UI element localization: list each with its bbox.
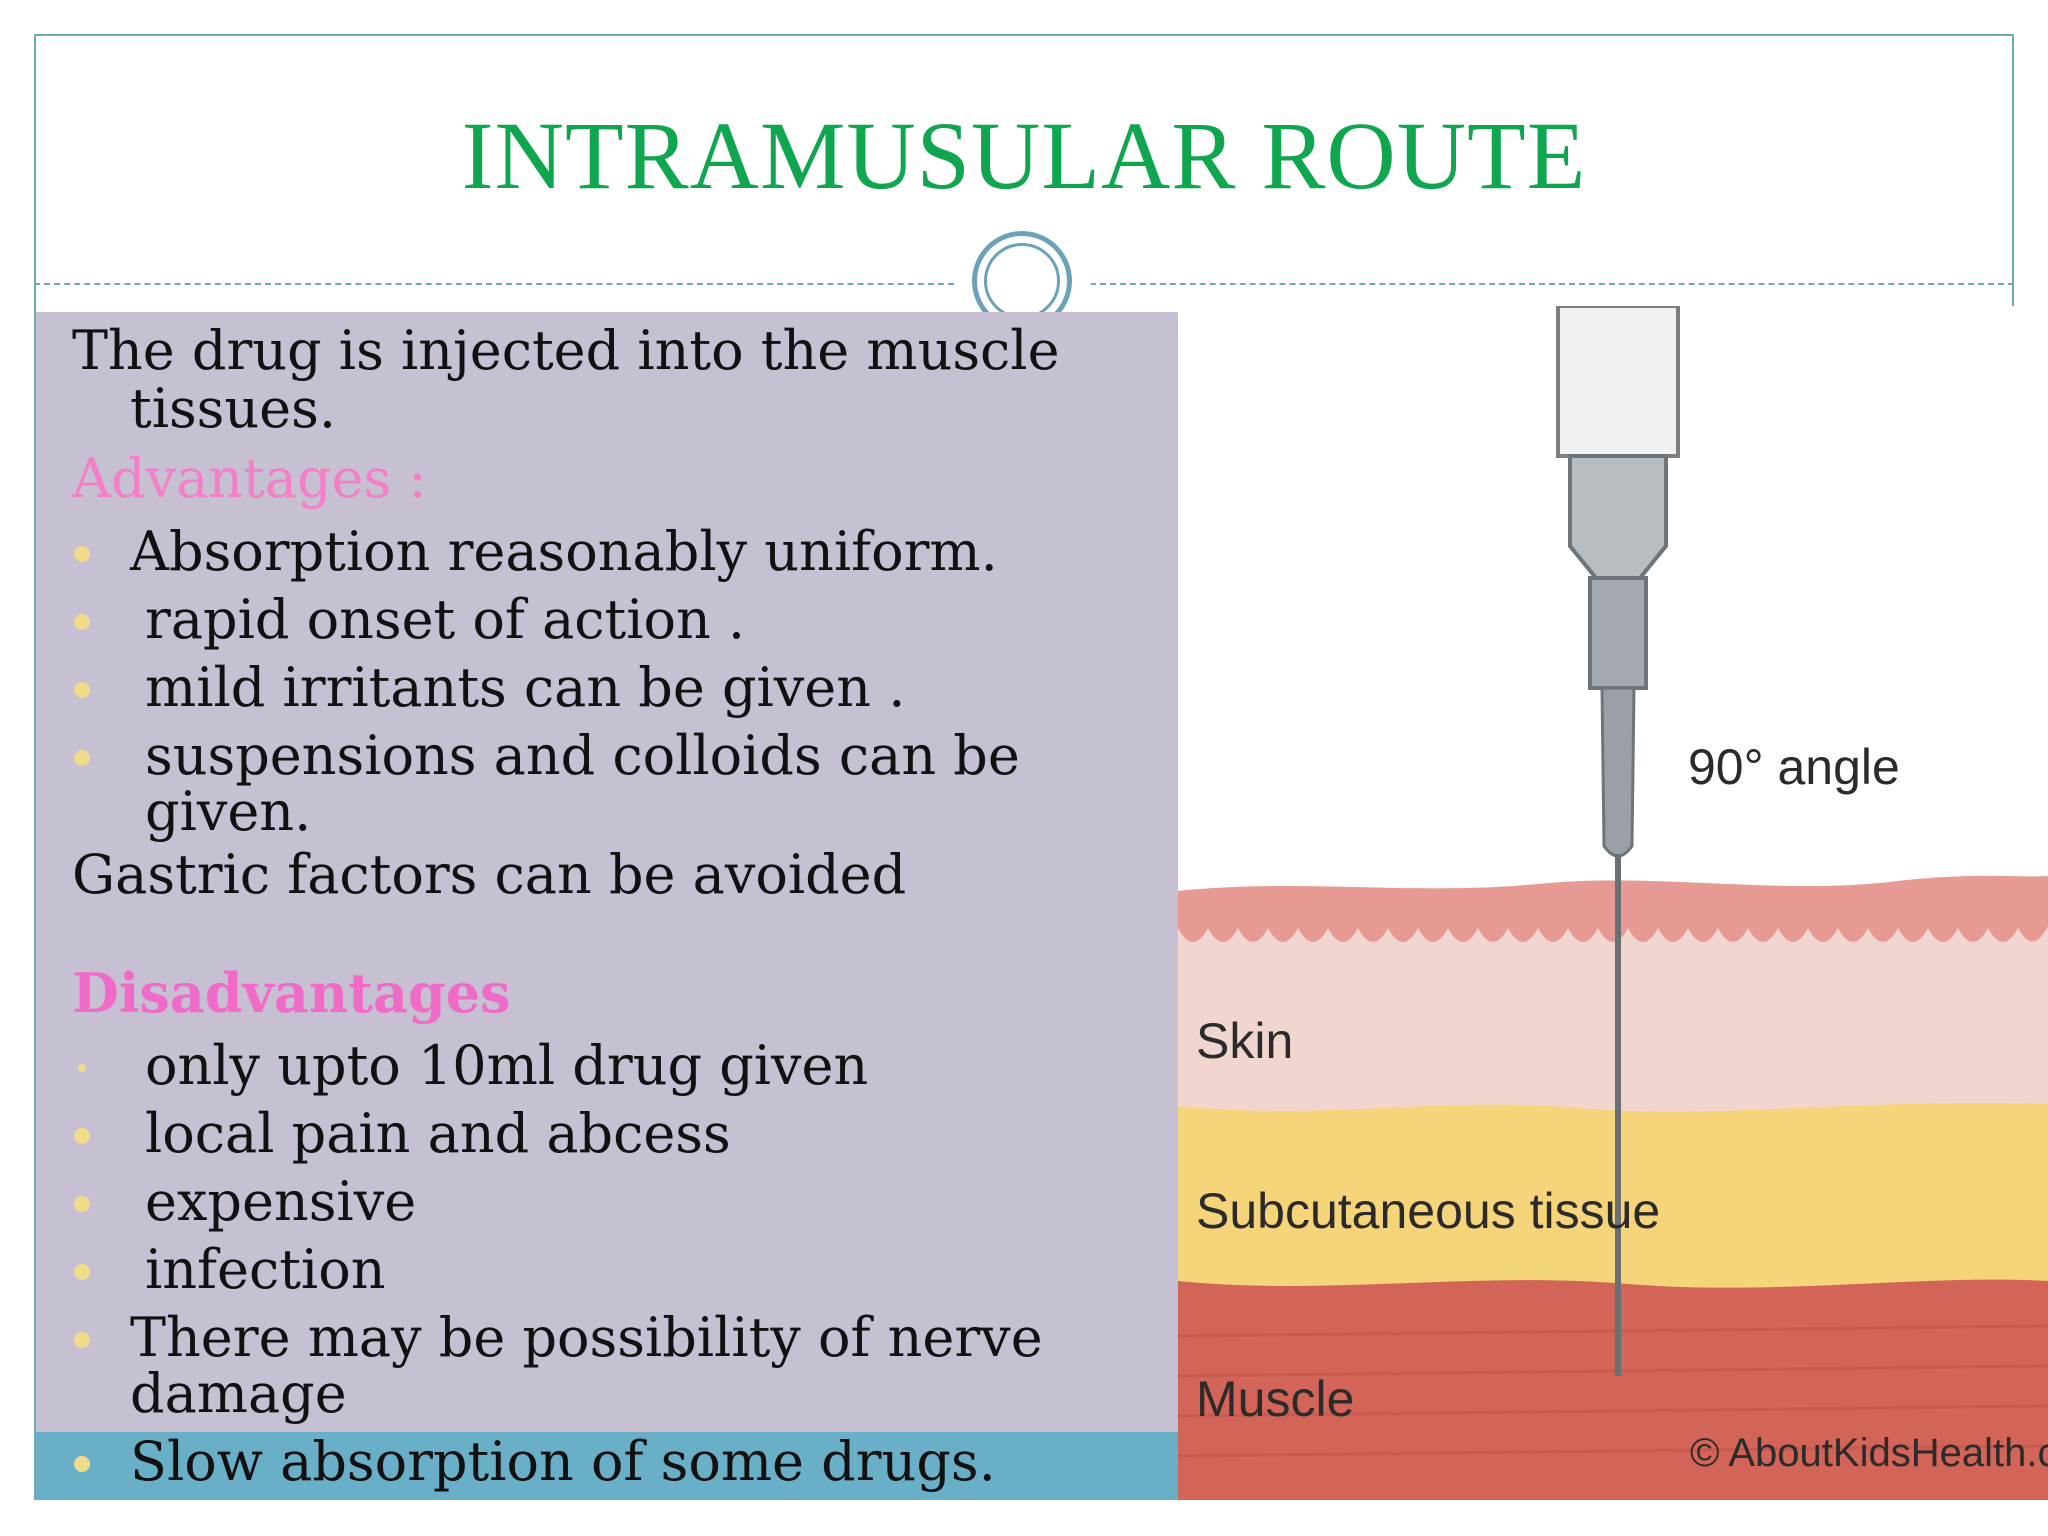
muscle-fibers: [1178, 1324, 2048, 1458]
bullet-icon: [74, 614, 90, 630]
skin-label: Skin: [1196, 1013, 1293, 1069]
text-panel: [36, 312, 1178, 1499]
fat-layer: [1178, 1102, 2048, 1296]
skin-layer: [1178, 875, 2048, 1146]
bullet-icon: [74, 1196, 90, 1212]
disadvantage-item: There may be possibility of nerve damage: [72, 1310, 1172, 1422]
bullet-icon: [74, 546, 90, 562]
bullet-icon: [78, 1064, 86, 1072]
disadvantage-item: infection: [72, 1242, 1172, 1298]
disadvantage-item: Slow absorption of some drugs.: [72, 1434, 1172, 1490]
needle-collar: [1600, 686, 1636, 858]
bullet-icon: [74, 682, 90, 698]
tissue-layers: [1178, 875, 2048, 1500]
advantage-item: rapid onset of action .: [72, 592, 1172, 648]
epidermis-layer: [1178, 875, 2048, 942]
subcutaneous-label: Subcutaneous tissue: [1196, 1183, 1660, 1239]
advantage-item: mild irritants can be given .: [72, 660, 1172, 716]
credit-label: © AboutKidsHealth.ca: [1690, 1431, 2048, 1475]
bullet-icon: [74, 1128, 90, 1144]
syringe-hub: [1568, 454, 1668, 580]
slide-content: The drug is injected into the muscle tis…: [72, 322, 1172, 1490]
title-divider-right: [1090, 283, 2014, 285]
bullet-icon: [74, 1264, 90, 1280]
syringe: [1556, 306, 1680, 1376]
bullet-icon: [74, 1456, 90, 1472]
disadvantage-item: only upto 10ml drug given: [72, 1038, 1172, 1094]
bullet-icon: [74, 1332, 90, 1348]
advantages-heading: Advantages :: [72, 447, 427, 510]
disadvantage-item: expensive: [72, 1174, 1172, 1230]
advantage-item: suspensions and colloids can be given.: [72, 728, 1172, 840]
disadvantages-heading: Disadvantages: [72, 961, 511, 1025]
disadvantage-item: local pain and abcess: [72, 1106, 1172, 1162]
gastric-note: Gastric factors can be avoided: [72, 843, 907, 906]
slide-title: INTRAMUSULAR ROUTE: [461, 102, 1587, 209]
advantage-item: Absorption reasonably uniform.: [72, 524, 1172, 580]
syringe-barrel: [1556, 306, 1680, 458]
angle-label: 90° angle: [1688, 739, 1900, 795]
injection-illustration: 90° angle Skin Subcutaneous tissue Muscl…: [1178, 306, 2048, 1500]
bullet-icon: [74, 750, 90, 766]
bottom-band: [36, 1432, 1178, 1500]
muscle-label: Muscle: [1196, 1371, 1354, 1427]
needle-hub: [1588, 576, 1648, 690]
title-divider-left: [34, 283, 964, 285]
intro-text: The drug is injected into the muscle tis…: [72, 319, 1060, 440]
